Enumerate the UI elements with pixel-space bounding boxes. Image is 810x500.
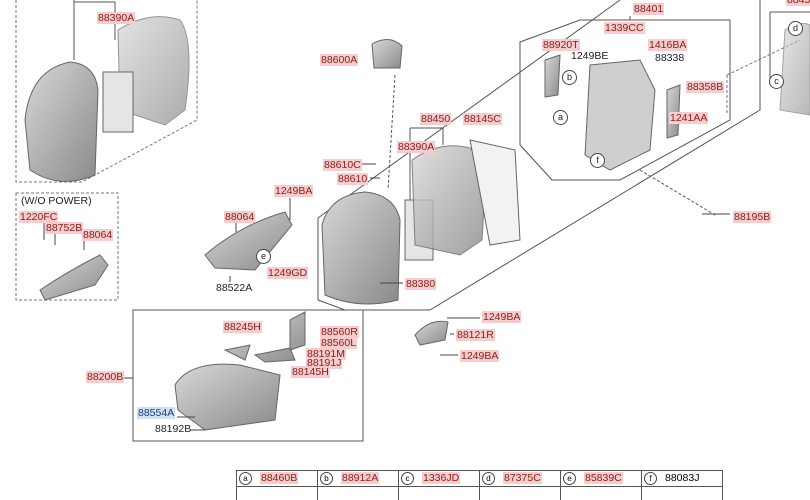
seatback-assembly-outline [317,0,761,311]
part-label[interactable]: 88600A [320,54,359,66]
part-label-selected[interactable]: 88554A [137,407,176,419]
part-label[interactable]: 88145C [463,113,502,125]
callout-b: b [562,70,577,85]
callout-d: d [788,21,803,36]
part-label[interactable]: 88752B [45,222,84,234]
part-label[interactable]: 1249BA [460,350,500,362]
part-label[interactable]: 88338 [655,52,685,64]
upper-left-box [15,0,198,183]
side-trim [204,211,293,271]
part-label[interactable]: 1249BE [571,50,609,62]
callout-f: f [590,153,605,168]
part-label[interactable]: 88200B [86,371,125,383]
seatback-cover [321,191,401,305]
wo-power-heading: (W/O POWER) [21,195,92,207]
seatback-back-left [117,16,190,126]
part-label[interactable]: 1339CC [604,22,645,34]
part-label[interactable]: 88390A [97,12,136,24]
part-label[interactable]: 88358B [686,81,725,93]
part-label[interactable]: 88560R [320,326,359,338]
legend-image-f [641,486,723,500]
seat-cushion [174,363,281,431]
legend-image-e [560,486,642,500]
part-label[interactable]: 88390A [397,141,436,153]
part-label-partial[interactable]: 8845 [786,0,810,6]
part-label[interactable]: 1249BA [274,185,314,197]
part-label[interactable]: 88195B [733,211,772,223]
seatback-cover-left [24,61,99,182]
part-label[interactable]: 88450 [420,113,452,125]
seatback-frame [584,59,656,171]
part-label[interactable]: 88064 [82,229,114,241]
part-label[interactable]: 88145H [291,366,330,378]
part-label[interactable]: 1220FC [19,211,59,223]
callout-e: e [256,249,271,264]
part-label[interactable]: 1416BA [648,39,688,51]
part-label[interactable]: 88920T [542,39,580,51]
part-label[interactable]: 88522A [216,282,253,294]
part-label[interactable]: 88380 [405,278,437,290]
part-label[interactable]: 88245H [223,321,262,333]
part-label[interactable]: 88192B [155,423,192,435]
part-label[interactable]: 88121R [456,329,495,341]
legend-image-a [236,486,318,500]
cushion-box [132,309,364,442]
part-label[interactable]: 1249BA [482,311,522,323]
part-label[interactable]: 1241AA [669,112,709,124]
part-label[interactable]: 1249GD [267,267,309,279]
part-label[interactable]: 88064 [224,211,256,223]
part-label[interactable]: 88610C [323,159,362,171]
part-label[interactable]: 88560L [320,337,358,349]
callout-a: a [553,110,568,125]
wo-power-box [15,192,119,301]
legend-image-d [479,486,561,500]
legend-image-b [317,486,399,500]
headrest [371,39,403,69]
callout-c: c [769,74,784,89]
legend-image-c [398,486,480,500]
part-label[interactable]: 88610 [337,173,369,185]
frame-box [519,19,731,181]
part-label[interactable]: 88401 [633,3,665,15]
recliner-knob [414,320,449,346]
